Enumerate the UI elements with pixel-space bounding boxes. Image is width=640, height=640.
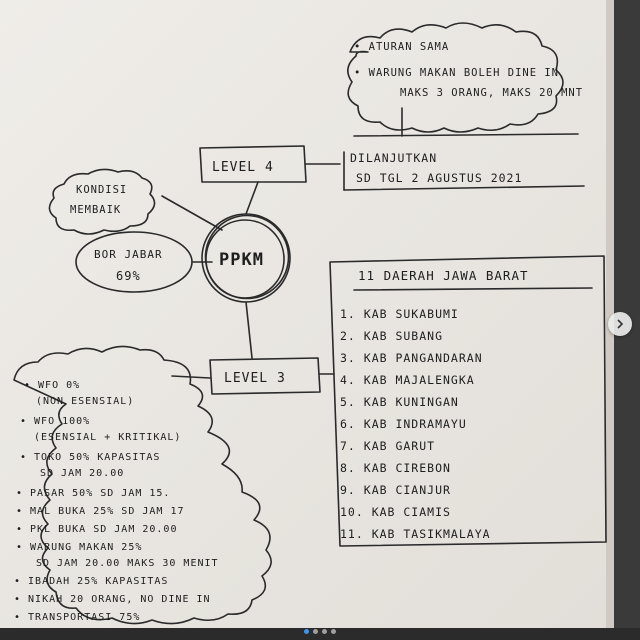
chevron-right-icon (617, 319, 624, 329)
kondisi-cloud (48, 168, 156, 235)
rules-item: • WARUNG MAKAN 25% (16, 542, 142, 553)
bor-line1: BOR JABAR (94, 248, 163, 261)
jabar-list-box (329, 255, 607, 547)
rules-item: • MAL BUKA 25% SD JAM 17 (16, 506, 185, 517)
jabar-list-item: 5. KAB KUNINGAN (340, 395, 459, 409)
carousel-dot[interactable] (322, 629, 327, 634)
kondisi-line2: MEMBAIK (70, 204, 121, 216)
rules-item: • TRANSPORTASI 75% (14, 612, 140, 623)
cloud-top-item: MAKS 3 ORANG, MAKS 20 MNT (400, 87, 583, 99)
rules-item: • NIKAH 20 ORANG, NO DINE IN (14, 594, 211, 605)
cloud-top-item: • ATURAN SAMA (354, 41, 449, 53)
rules-item: • PASAR 50% SD JAM 15. (16, 488, 170, 499)
jabar-list-item: 10. KAB CIAMIS (340, 505, 451, 519)
jabar-list-item: 8. KAB CIREBON (340, 461, 451, 475)
center-label: PPKM (219, 250, 264, 270)
rules-item: • WFO 0% (24, 380, 80, 391)
rules-item: SD JAM 20.00 MAKS 30 MENIT (36, 558, 219, 569)
jabar-list-item: 7. KAB GARUT (340, 439, 435, 453)
level4-note-line1: DILANJUTKAN (350, 151, 437, 165)
cloud-top-outline (347, 22, 564, 133)
jabar-list-item: 6. KAB INDRAMAYU (340, 417, 467, 431)
rules-item: (ESENSIAL + KRITIKAL) (34, 432, 181, 443)
carousel-dot[interactable] (313, 629, 318, 634)
carousel-dot[interactable] (304, 629, 309, 634)
jabar-list-item: 2. KAB SUBANG (340, 329, 443, 343)
jabar-list-item: 11. KAB TASIKMALAYA (340, 527, 491, 541)
level4-label: LEVEL 4 (212, 160, 274, 175)
rules-item: • TOKO 50% KAPASITAS (20, 452, 160, 463)
jabar-list-item: 1. KAB SUKABUMI (340, 307, 459, 321)
rules-item: SD JAM 20.00 (40, 468, 124, 479)
level3-label: LEVEL 3 (224, 371, 286, 386)
rules-item: • IBADAH 25% KAPASITAS (14, 576, 168, 587)
level3-rules-cloud (13, 345, 272, 625)
jabar-list-item: 9. KAB CIANJUR (340, 483, 451, 497)
rules-item: (NON ESENSIAL) (36, 396, 134, 407)
level4-note-line2: SD TGL 2 AGUSTUS 2021 (356, 171, 522, 185)
rules-item: • WFO 100% (20, 416, 90, 427)
rules-item: • PKL BUKA SD JAM 20.00 (16, 524, 177, 535)
jabar-list-item: 3. KAB PANGANDARAN (340, 351, 483, 365)
level4-box (199, 145, 307, 183)
jabar-list-item: 4. KAB MAJALENGKA (340, 373, 475, 387)
bor-line2: 69% (116, 269, 141, 283)
kondisi-line1: KONDISI (76, 184, 127, 196)
level3-box (209, 357, 321, 395)
carousel-dots (0, 629, 640, 634)
cloud-top-item: • WARUNG MAKAN BOLEH DINE IN (354, 67, 559, 79)
jabar-list-title: 11 DAERAH JAWA BARAT (358, 268, 529, 283)
carousel-next-button[interactable] (608, 312, 632, 336)
carousel-dot[interactable] (331, 629, 336, 634)
